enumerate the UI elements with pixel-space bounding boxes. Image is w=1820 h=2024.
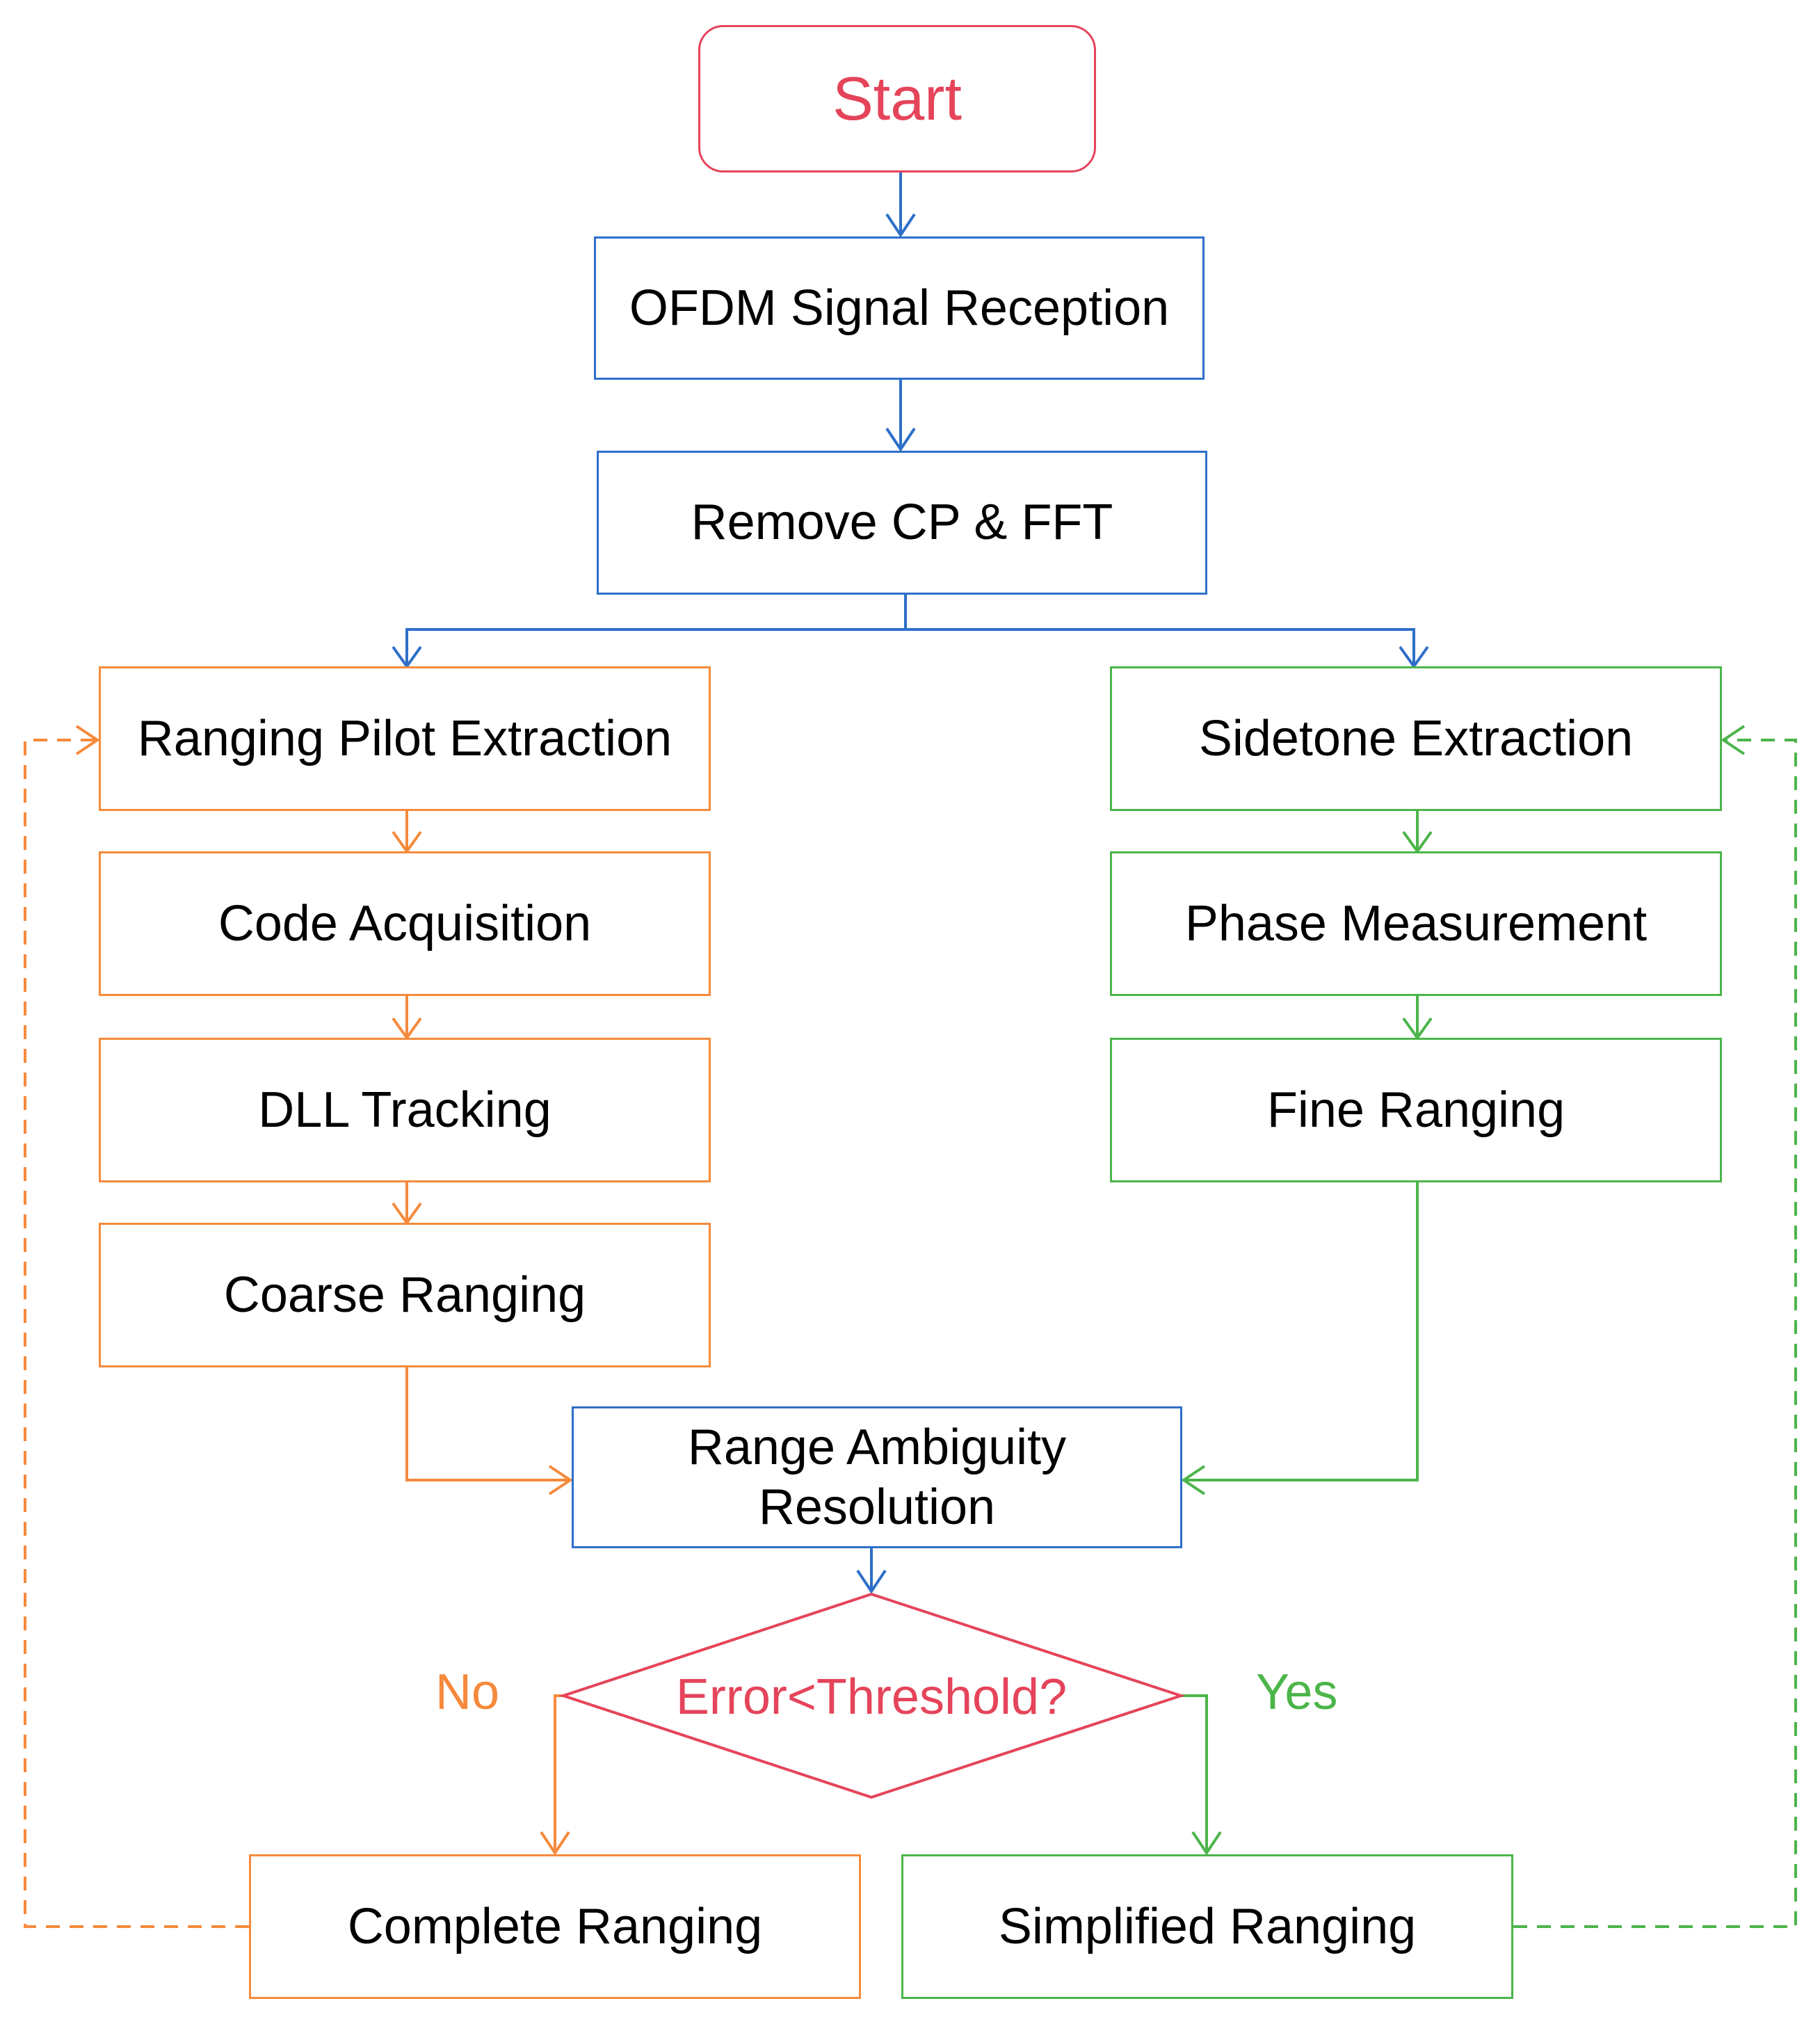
no-branch-label: No	[435, 1664, 500, 1720]
arrow-decision-yes	[1181, 1694, 1208, 1853]
phase-measurement-box: Phase Measurement	[1110, 851, 1722, 996]
split-connector	[405, 595, 907, 666]
sidetone-extraction-label: Sidetone Extraction	[1198, 710, 1634, 766]
arrow-fine-to-ambiguity-head	[1181, 1465, 1206, 1495]
remove-cp-fft-box: Remove CP & FFT	[597, 451, 1207, 595]
split-connector-right	[905, 628, 1415, 666]
arrow-decision-no-head	[540, 1831, 570, 1856]
complete-ranging-box: Complete Ranging	[249, 1854, 861, 1999]
simplified-ranging-box: Simplified Ranging	[901, 1854, 1513, 1999]
fine-ranging-box: Fine Ranging	[1110, 1038, 1722, 1182]
ranging-pilot-extraction-label: Ranging Pilot Extraction	[137, 710, 673, 766]
arrow-coarse-to-ambiguity	[405, 1367, 570, 1481]
dll-tracking-box: DLL Tracking	[99, 1038, 711, 1182]
code-acquisition-box: Code Acquisition	[99, 851, 711, 996]
feedback-loop-simplified-ranging-head	[1721, 725, 1746, 755]
ranging-pilot-extraction-box: Ranging Pilot Extraction	[99, 666, 711, 811]
arrow-coarse-to-ambiguity-head	[548, 1465, 573, 1495]
range-ambiguity-label-line1: Range Ambiguity	[687, 1419, 1067, 1475]
simplified-ranging-label: Simplified Ranging	[998, 1898, 1417, 1954]
coarse-ranging-box: Coarse Ranging	[99, 1223, 711, 1367]
ofdm-signal-reception-label: OFDM Signal Reception	[629, 280, 1170, 336]
coarse-ranging-label: Coarse Ranging	[223, 1267, 586, 1323]
code-acquisition-label: Code Acquisition	[218, 895, 592, 951]
arrow-start-to-reception-head	[885, 213, 916, 238]
ofdm-signal-reception-box: OFDM Signal Reception	[594, 236, 1205, 380]
start-label: Start	[832, 64, 962, 134]
arrow-decision-yes-head	[1191, 1831, 1222, 1856]
start-node: Start	[698, 25, 1096, 172]
decision-text: Error<Threshold?	[676, 1669, 1067, 1725]
dll-tracking-label: DLL Tracking	[258, 1082, 551, 1138]
arrow-reception-to-fft-head	[885, 427, 916, 452]
sidetone-extraction-box: Sidetone Extraction	[1110, 666, 1722, 811]
range-ambiguity-resolution-box: Range Ambiguity Resolution	[572, 1406, 1182, 1548]
arrow-fine-to-ambiguity	[1184, 1182, 1419, 1481]
feedback-loop-simplified-ranging	[1513, 739, 1797, 1928]
arrow-decision-no	[554, 1694, 563, 1853]
range-ambiguity-label-line2: Resolution	[758, 1479, 996, 1535]
complete-ranging-label: Complete Ranging	[347, 1898, 763, 1954]
yes-branch-label: Yes	[1256, 1664, 1338, 1720]
fine-ranging-label: Fine Ranging	[1266, 1082, 1565, 1138]
feedback-loop-complete-ranging-head	[75, 725, 100, 755]
feedback-loop-complete-ranging	[24, 739, 249, 1928]
remove-cp-fft-label: Remove CP & FFT	[691, 495, 1113, 551]
decision-diamond	[558, 1592, 1186, 1799]
arrow-ambiguity-to-decision-head	[856, 1569, 887, 1594]
phase-measurement-label: Phase Measurement	[1184, 895, 1648, 951]
